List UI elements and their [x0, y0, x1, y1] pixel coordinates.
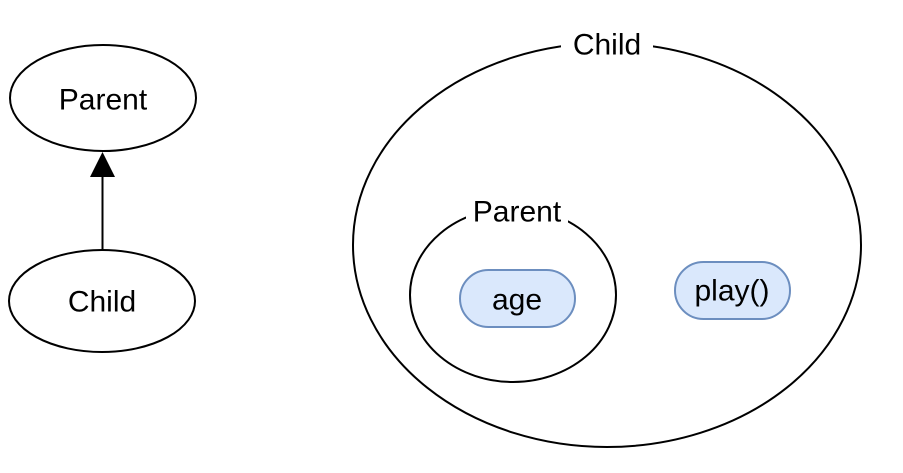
parent-class-ellipse	[9, 44, 197, 152]
parent-scope-label-background	[466, 196, 568, 227]
child-scope-label: Child	[573, 29, 641, 62]
play-method-label: play()	[694, 275, 769, 308]
child-class-label: Child	[68, 286, 136, 319]
child-scope-label-background	[561, 29, 653, 61]
age-attribute-node	[459, 269, 576, 328]
parent-scope-label: Parent	[473, 196, 562, 229]
inheritance-diagram: Parent Child	[8, 44, 197, 353]
age-attribute-label: age	[492, 284, 542, 317]
play-method-node	[674, 261, 791, 320]
parent-class-label: Parent	[59, 84, 148, 117]
inheritance-arrow-head	[90, 152, 115, 177]
containment-diagram: Child Parent age play()	[352, 29, 862, 448]
